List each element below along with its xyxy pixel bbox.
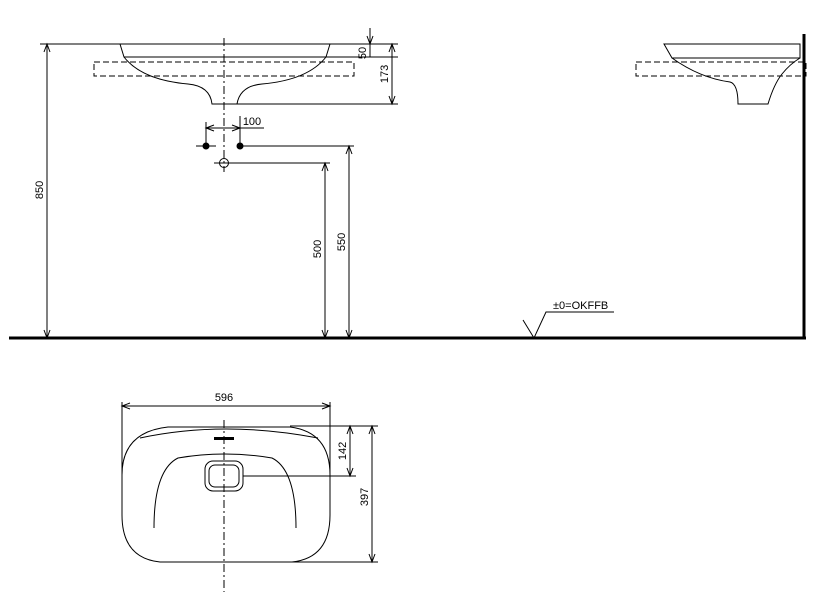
plan-outer-contour <box>121 426 331 563</box>
plan-rim-back <box>139 428 319 439</box>
supply-point-left <box>202 142 210 150</box>
dim-label-100: 100 <box>243 116 261 128</box>
basin-bowl <box>123 56 327 105</box>
plan-view: 596 142 397 <box>120 392 378 592</box>
dim-label-397: 397 <box>359 488 371 506</box>
dim-label-500: 500 <box>312 240 324 258</box>
floor-reference-label: ±0=OKFFB <box>553 300 608 312</box>
dim-label-142: 142 <box>337 442 349 460</box>
side-elevation <box>635 34 807 339</box>
side-basin-rim <box>663 43 801 59</box>
dim-label-173: 173 <box>379 65 391 83</box>
side-basin-bowl <box>671 57 801 105</box>
floor-level-marker <box>522 311 614 340</box>
dim-label-596: 596 <box>215 392 233 404</box>
dim-label-550: 550 <box>336 233 348 251</box>
floor: ±0=OKFFB <box>9 300 806 340</box>
front-elevation: 850 50 173 100 500 <box>34 28 398 340</box>
dim-label-850: 850 <box>34 181 46 199</box>
basin-rim <box>119 43 331 58</box>
dim-label-50: 50 <box>357 47 369 59</box>
side-countertop-outline <box>635 61 807 77</box>
